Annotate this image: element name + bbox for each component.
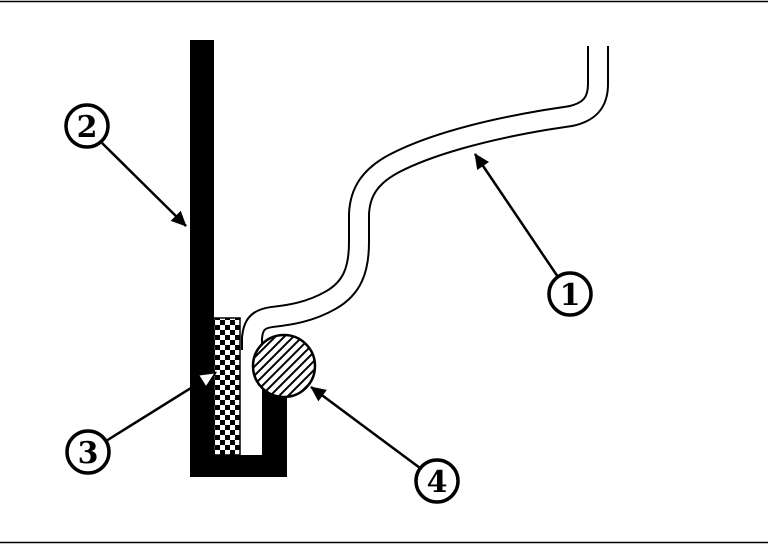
callout-3-label: 3: [78, 436, 99, 471]
part-curved-panel: [241, 46, 609, 350]
callout-4-arrow: [310, 385, 421, 470]
callout-1-label: 1: [560, 278, 581, 313]
callout-4: 4: [310, 385, 460, 504]
callout-1: 1: [473, 153, 593, 317]
callout-3-arrow: [105, 373, 215, 443]
callout-4-label: 4: [427, 465, 448, 500]
part-checkered-strip: [213, 317, 241, 456]
callout-4-circle: [414, 458, 460, 504]
curved-panel-core: [243, 46, 607, 350]
part-solid-bracket: [190, 40, 287, 477]
callout-1-circle: [547, 271, 593, 317]
callout-2-label: 2: [77, 110, 98, 145]
callout-1-arrow: [473, 153, 560, 278]
callout-2-circle: [64, 103, 110, 149]
callout-3-circle: [65, 429, 111, 475]
part-hatched-bead: [251, 333, 317, 399]
callout-3: 3: [65, 373, 215, 475]
callout-2: 2: [64, 103, 187, 227]
callout-2-arrow: [101, 142, 187, 227]
